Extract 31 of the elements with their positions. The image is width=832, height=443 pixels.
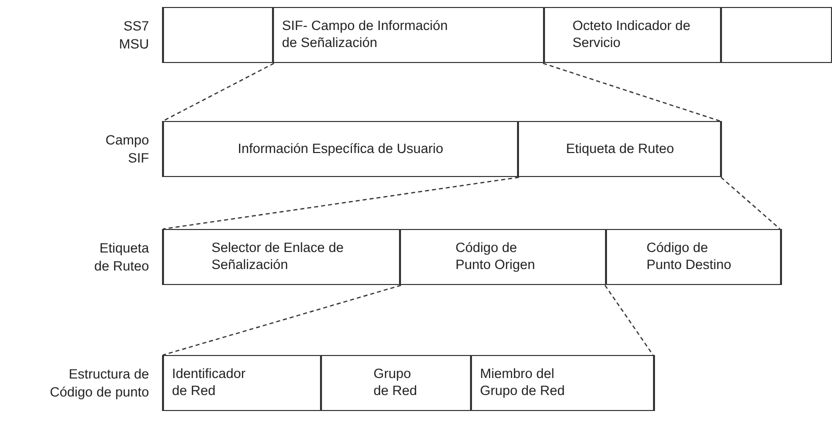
row-label: Campo SIF	[104, 131, 149, 167]
message-field	[471, 354, 655, 412]
expansion-line	[162, 62, 274, 122]
expansion-line	[720, 176, 780, 230]
field-label: Miembro del Grupo de Red	[480, 366, 566, 400]
field-label: Identificador de Red	[172, 366, 247, 400]
message-field	[321, 354, 471, 412]
expansion-line	[162, 176, 520, 230]
row-label: Estructura de Código de punto	[49, 365, 149, 401]
expansion-line	[162, 284, 402, 356]
empty-field	[163, 6, 273, 64]
row-label: Etiqueta de Ruteo	[93, 239, 149, 275]
field-label: Código de Punto Destino	[646, 240, 732, 274]
message-field	[606, 228, 782, 286]
field-label: Etiqueta de Ruteo	[566, 140, 674, 158]
expansion-line	[542, 62, 720, 122]
message-field	[518, 120, 722, 178]
message-field	[163, 120, 518, 178]
field-label: Octeto Indicador de Servicio	[572, 18, 692, 52]
field-label: SIF- Campo de Información de Señalización	[282, 18, 449, 52]
message-field	[400, 228, 606, 286]
row-label: SS7 MSU	[118, 17, 149, 53]
field-label: Grupo de Red	[374, 366, 418, 400]
expansion-line	[604, 284, 654, 356]
field-label: Información Específica de Usuario	[238, 140, 444, 158]
message-field	[163, 228, 400, 286]
message-field	[544, 6, 721, 64]
field-label: Selector de Enlace de Señalización	[212, 240, 345, 274]
message-field	[163, 354, 321, 412]
message-field	[273, 6, 544, 64]
field-label: Código de Punto Origen	[456, 240, 536, 274]
